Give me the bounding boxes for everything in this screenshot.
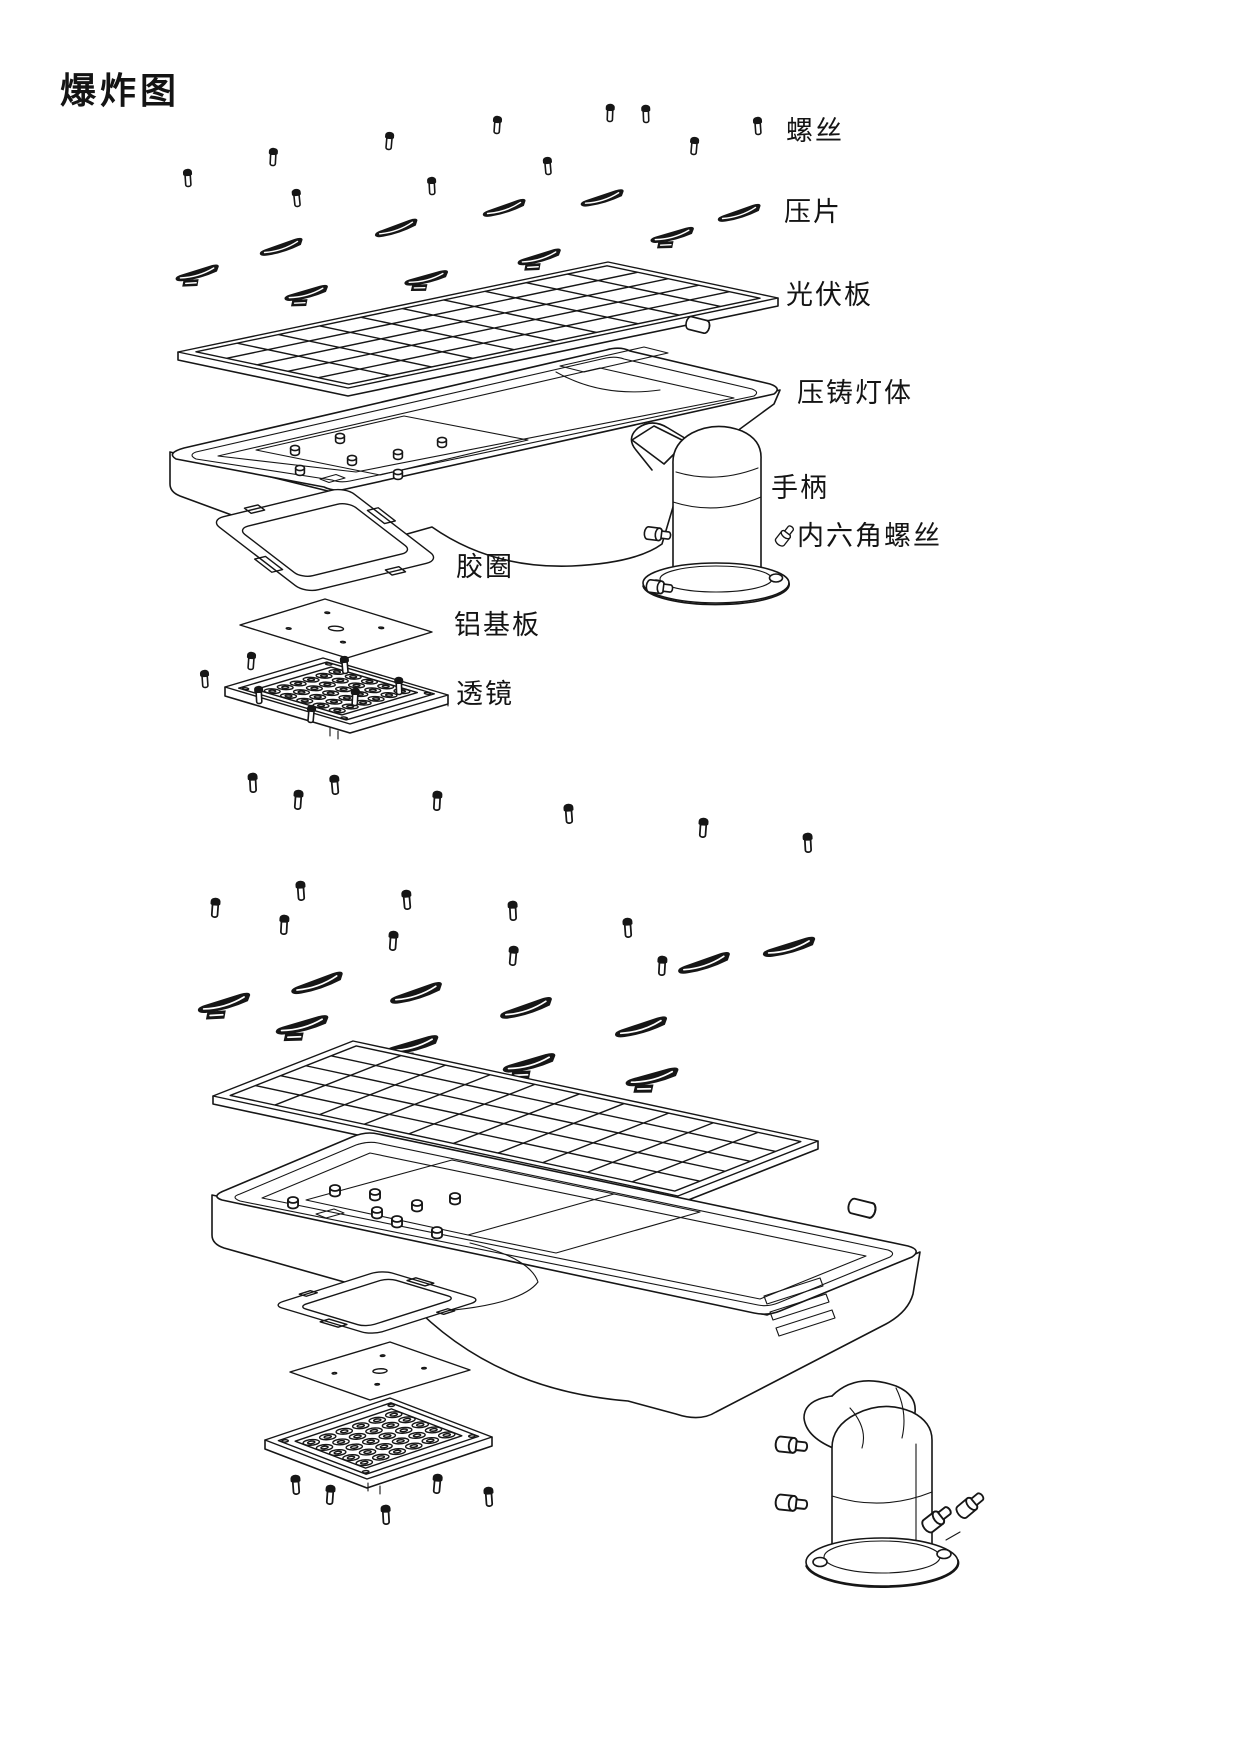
label-press-clip: 压片 xyxy=(784,197,842,227)
label-die-cast-body: 压铸灯体 xyxy=(797,378,913,408)
exploded-view-bottom xyxy=(197,772,987,1587)
press-clip-icon xyxy=(578,188,626,208)
screw-icon xyxy=(277,913,291,936)
screw-field-top xyxy=(181,102,764,208)
pv-panel-top xyxy=(178,262,778,396)
screw-boss xyxy=(289,444,301,457)
screw-icon xyxy=(491,114,504,135)
press-clip-icon xyxy=(275,1015,330,1043)
press-clip-icon xyxy=(175,264,221,288)
screw-boss xyxy=(371,1206,383,1220)
handle-top xyxy=(630,422,790,606)
screw-icon xyxy=(426,175,438,196)
screw-icon xyxy=(506,944,520,967)
screw-icon xyxy=(562,802,576,825)
press-clip-icon xyxy=(257,236,305,258)
screw-icon xyxy=(655,954,669,977)
press-clip-icon xyxy=(197,992,253,1021)
screw-boss xyxy=(346,454,358,467)
screw-icon xyxy=(267,146,279,167)
screw-icon xyxy=(640,103,652,124)
press-clip-icon xyxy=(517,248,563,272)
screw-icon xyxy=(688,135,701,156)
screw-icon xyxy=(621,916,635,939)
screw-icon xyxy=(430,789,444,812)
screw-boss xyxy=(431,1226,443,1240)
press-clip-icon xyxy=(675,950,733,976)
page-title: 爆炸图 xyxy=(60,70,181,111)
screw-icon xyxy=(541,155,554,176)
screw-boss xyxy=(369,1188,381,1202)
press-clip-icon xyxy=(497,995,555,1021)
screw-icon xyxy=(208,896,222,919)
press-clip-icon xyxy=(387,980,445,1006)
label-screw: 螺丝 xyxy=(786,116,844,146)
screw-icon xyxy=(290,187,303,208)
screw-boss xyxy=(392,468,404,481)
screw-icon xyxy=(294,879,308,902)
lamp-body-bottom xyxy=(211,1132,921,1419)
label-handle: 手柄 xyxy=(771,473,829,503)
screw-icon xyxy=(323,1483,337,1506)
label-pv-panel: 光伏板 xyxy=(786,280,873,310)
screw-boss xyxy=(391,1215,403,1229)
label-aluminum-board: 铝基板 xyxy=(454,610,541,640)
screw-icon xyxy=(383,130,396,151)
screw-icon xyxy=(379,1503,393,1526)
lens-top xyxy=(225,658,448,739)
screw-icon xyxy=(400,888,414,911)
screw-icon xyxy=(181,167,194,188)
exploded-view-top xyxy=(170,104,796,739)
aluminum-board-bottom xyxy=(290,1342,470,1400)
press-clip-icon xyxy=(404,270,450,292)
label-rubber-gasket: 胶圈 xyxy=(456,552,514,582)
screw-icon xyxy=(482,1485,496,1508)
screw-icon xyxy=(696,816,710,839)
screw-icon xyxy=(386,929,400,952)
screw-icon xyxy=(246,771,260,794)
aluminum-board-top xyxy=(240,599,432,658)
screw-boss xyxy=(329,1184,341,1198)
screw-icon xyxy=(604,102,616,123)
label-lens: 透镜 xyxy=(456,679,514,709)
screw-boss xyxy=(287,1196,299,1210)
press-clip-icon xyxy=(480,197,528,219)
hex-screw-icon xyxy=(773,1493,809,1514)
screw-boss xyxy=(449,1192,461,1206)
press-clip-icon xyxy=(284,285,330,308)
label-hex-socket-screw: 内六角螺丝 xyxy=(797,521,942,551)
screw-icon xyxy=(289,1473,303,1496)
hex-screw-icon xyxy=(773,1435,809,1456)
pin-icon xyxy=(683,314,712,335)
screw-boss xyxy=(436,436,448,449)
press-clip-icon xyxy=(650,227,696,250)
press-clip-icon xyxy=(760,935,818,959)
press-clip-icon xyxy=(612,1015,670,1040)
hex-screw-icon xyxy=(953,1488,988,1522)
lens-bottom xyxy=(265,1398,492,1494)
screw-icon xyxy=(506,899,520,922)
screw-icon xyxy=(291,788,305,811)
press-clip-icon xyxy=(288,970,346,996)
screw-icon xyxy=(328,773,342,796)
screw-boss xyxy=(294,464,306,477)
press-clip-icon xyxy=(372,217,420,239)
hex-screw-icon xyxy=(773,522,797,549)
press-clip-icon xyxy=(625,1067,680,1094)
screw-icon xyxy=(430,1472,444,1495)
screw-boss xyxy=(334,432,346,445)
screw-icon xyxy=(245,650,258,671)
pin-icon xyxy=(846,1196,878,1220)
screw-icon xyxy=(198,668,211,689)
screw-boss xyxy=(411,1199,423,1213)
screw-icon xyxy=(801,831,815,854)
press-clip-icon xyxy=(715,202,763,224)
screw-boss xyxy=(392,448,404,461)
handle-bottom xyxy=(803,1380,961,1588)
screw-field-bottom-lens xyxy=(289,1472,496,1526)
screw-icon xyxy=(751,115,764,136)
screw-field-bottom xyxy=(208,771,815,977)
